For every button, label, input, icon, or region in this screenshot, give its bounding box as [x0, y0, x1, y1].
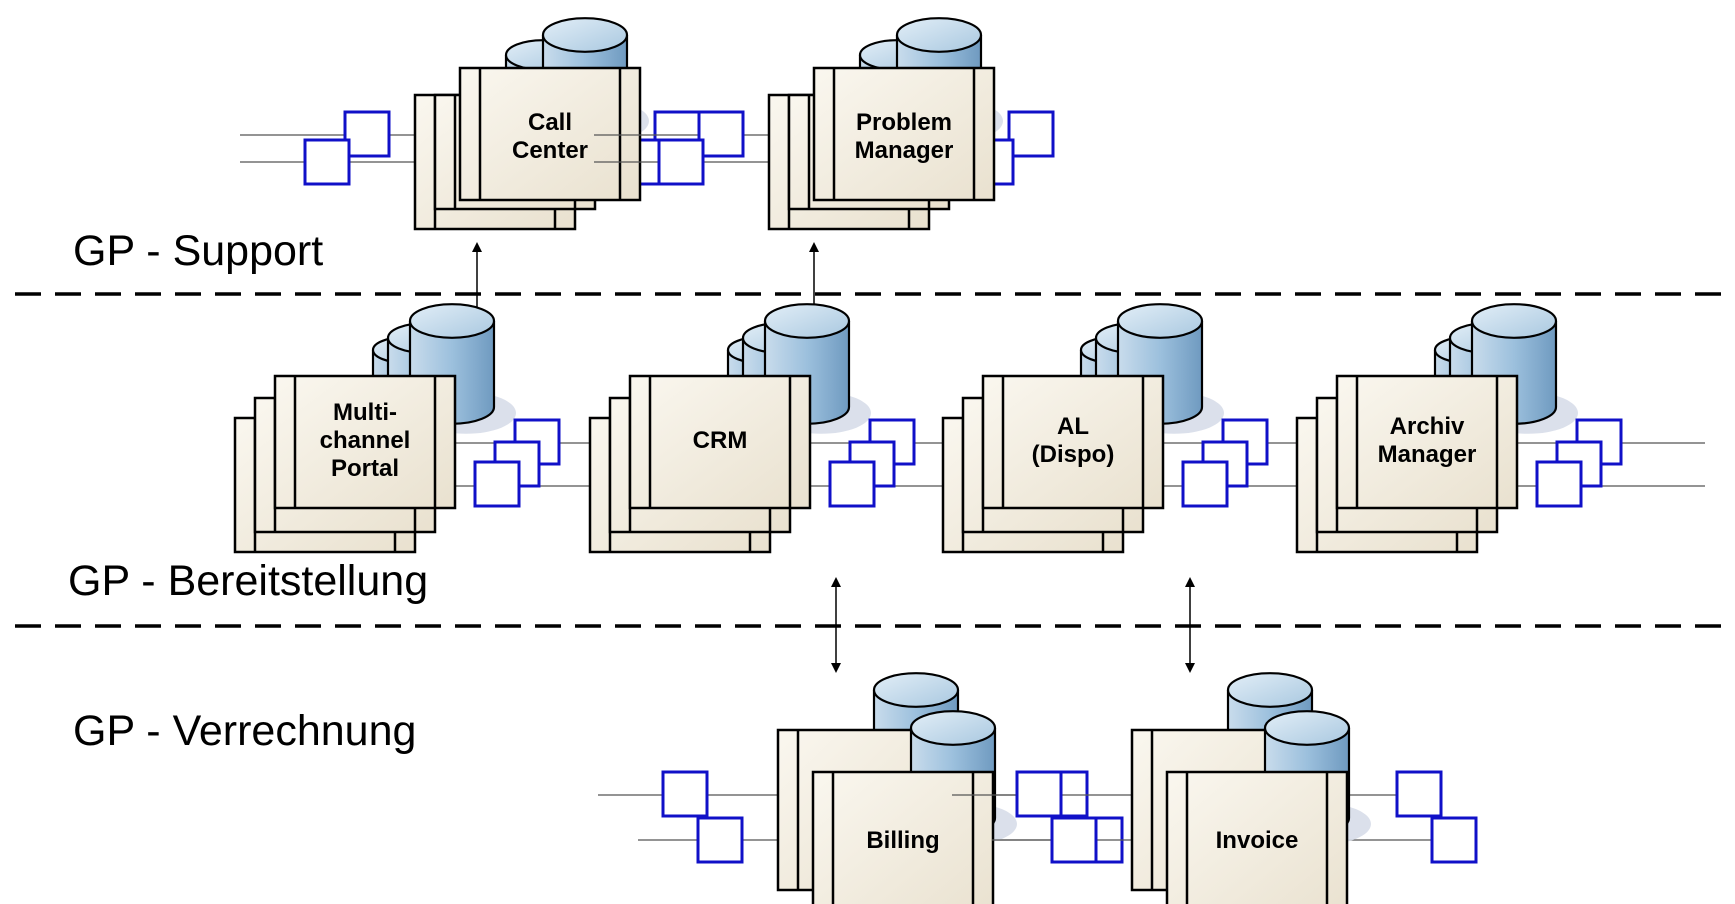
system-label-line: AL: [1057, 413, 1089, 440]
system-label-al-dispo: AL(Dispo): [1032, 413, 1115, 468]
database-top: [1226, 672, 1314, 708]
database-top: [1470, 303, 1558, 339]
zone-label-bereitstellung: GP - Bereitstellung: [68, 557, 428, 605]
interface-box: [473, 460, 521, 508]
system-invoice: Invoice: [952, 672, 1478, 904]
component-main: [628, 374, 812, 510]
system-label-line: Invoice: [1216, 827, 1299, 854]
system-label-invoice: Invoice: [1216, 827, 1299, 854]
interface-box: [1430, 816, 1478, 864]
system-label-line: Manager: [1378, 441, 1477, 468]
system-label-line: Multi-: [333, 399, 397, 426]
interface-box: [303, 138, 351, 186]
interface-box: [1181, 460, 1229, 508]
system-label-crm: CRM: [693, 427, 748, 454]
component-main: [981, 374, 1165, 510]
interface-box: [697, 110, 745, 158]
database-top: [1263, 710, 1351, 746]
interface-box: [1007, 110, 1055, 158]
system-al-dispo: AL(Dispo): [941, 303, 1351, 554]
system-label-line: Archiv: [1390, 413, 1465, 440]
system-label-billing: Billing: [866, 827, 939, 854]
interface-box: [828, 460, 876, 508]
system-label-line: Portal: [331, 455, 399, 482]
system-label-line: Center: [512, 137, 588, 164]
component-main: [812, 66, 996, 202]
system-label-line: Problem: [856, 109, 952, 136]
database-top: [895, 17, 983, 53]
component-main: [273, 374, 457, 510]
system-label-line: channel: [320, 427, 411, 454]
database-top: [1116, 303, 1204, 339]
system-label-line: Manager: [855, 137, 954, 164]
interface-box: [1395, 770, 1443, 818]
database-top: [909, 710, 997, 746]
interface-box: [1015, 770, 1063, 818]
database-top: [408, 303, 496, 339]
system-label-line: Billing: [866, 827, 939, 854]
interface-box: [1535, 460, 1583, 508]
system-label-line: CRM: [693, 427, 748, 454]
system-billing: Billing: [598, 672, 1124, 904]
component-main: [811, 770, 995, 904]
interface-box: [696, 816, 744, 864]
interface-box: [657, 138, 705, 186]
interface-box: [661, 770, 709, 818]
interface-box: [343, 110, 391, 158]
zone-label-verrechnung: GP - Verrechnung: [73, 707, 416, 755]
zone-label-support: GP - Support: [73, 227, 323, 275]
system-label-line: Call: [528, 109, 572, 136]
component-main: [1165, 770, 1349, 904]
database-top: [872, 672, 960, 708]
interface-box: [1050, 816, 1098, 864]
system-label-line: (Dispo): [1032, 441, 1115, 468]
system-crm: CRM: [588, 303, 998, 554]
component-main: [1335, 374, 1519, 510]
database-top: [541, 17, 629, 53]
database-top: [763, 303, 851, 339]
component-main: [458, 66, 642, 202]
